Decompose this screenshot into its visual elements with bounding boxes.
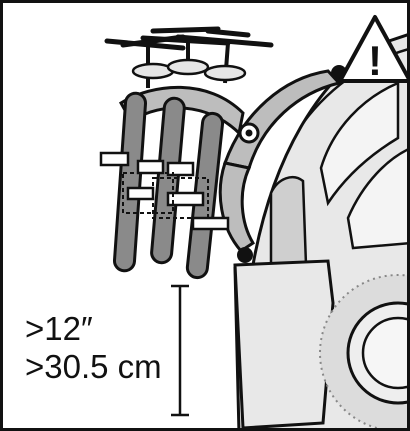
car-tail-light <box>269 176 308 267</box>
car-bumper <box>233 259 335 428</box>
car <box>233 33 407 428</box>
height-dimension-bracket <box>171 284 189 417</box>
rack-bottom-hook <box>237 247 253 263</box>
bike-saddle-3 <box>203 64 247 82</box>
warning-exclamation: ! <box>368 37 382 84</box>
illustration: ! <box>99 15 407 428</box>
bike-saddle-2 <box>166 58 210 76</box>
bike-wheel-1 <box>112 91 148 273</box>
car-wheel-hub <box>361 316 407 390</box>
height-label-metric: >30.5 cm <box>25 348 162 385</box>
warning-triangle-icon: ! <box>338 15 407 84</box>
car-side-window <box>346 148 407 250</box>
bike-chainrings <box>122 172 209 219</box>
bikes <box>99 26 274 280</box>
height-label-imperial: >12″ <box>25 310 93 347</box>
bike-wheel-2 <box>150 96 186 265</box>
rack-lower-arm <box>218 161 256 253</box>
bike-handlebar-3 <box>175 28 274 48</box>
rack-pivot-center <box>245 129 253 137</box>
